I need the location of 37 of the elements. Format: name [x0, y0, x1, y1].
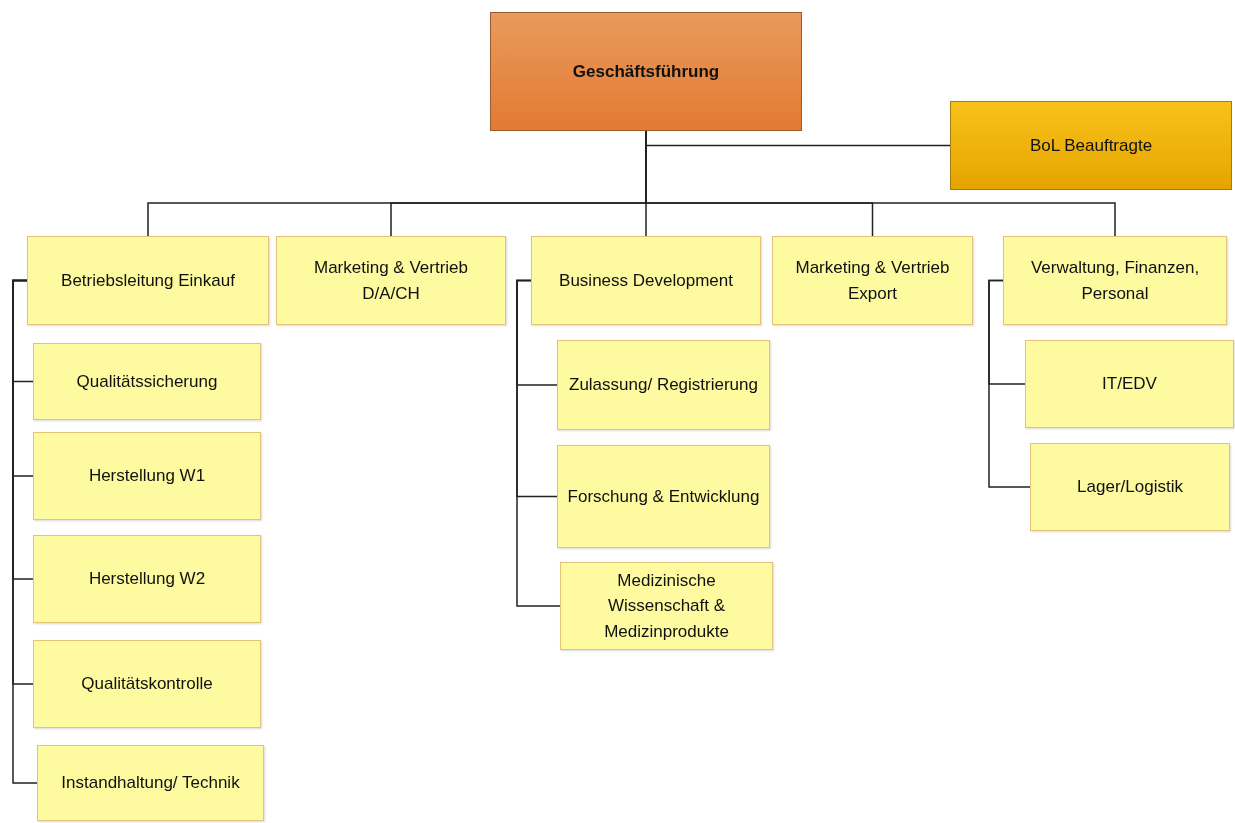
- connector-line: [516, 279, 561, 607]
- org-unit-box: [33, 535, 261, 623]
- unit-name: Marketing & Vertrieb D/A/CH: [313, 257, 469, 305]
- unit-name: BoL Beauftragte: [1029, 134, 1153, 157]
- unit-name: Herstellung W2: [88, 568, 206, 591]
- org-unit-box: [1025, 340, 1234, 428]
- org-unit-box: [490, 12, 802, 131]
- unit-name: Verwaltung, Finanzen, Personal: [1029, 257, 1201, 305]
- connector-line: [12, 279, 38, 784]
- unit-name: Marketing & Vertrieb Export: [794, 257, 951, 305]
- org-unit-box: [276, 236, 506, 325]
- org-unit-box: [33, 343, 261, 420]
- unit-name: Herstellung W1: [88, 465, 206, 488]
- unit-name: Geschäftsführung: [572, 60, 720, 83]
- org-unit-box: [1003, 236, 1227, 325]
- org-unit-box: [950, 101, 1232, 190]
- unit-name: Betriebsleitung Einkauf: [61, 269, 235, 292]
- unit-name: Zulassung/ Registrierung: [569, 374, 758, 397]
- unit-name: Lager/Logistik: [1077, 476, 1183, 499]
- connector-line: [988, 279, 1031, 488]
- org-unit-box: [1030, 443, 1230, 531]
- unit-name: Instandhaltung/ Technik: [61, 772, 240, 795]
- org-unit-box: [531, 236, 761, 325]
- org-unit-box: [557, 340, 770, 430]
- unit-name: IT/EDV: [1102, 373, 1157, 396]
- unit-name: Qualitätskontrolle: [81, 673, 213, 696]
- org-unit-box: [37, 745, 264, 821]
- org-unit-box: [557, 445, 770, 548]
- org-unit-box: [33, 432, 261, 520]
- org-unit-box: [27, 236, 269, 325]
- org-unit-box: [560, 562, 773, 650]
- unit-name: Forschung & Entwicklung: [567, 485, 760, 508]
- unit-name: Qualitätssicherung: [76, 370, 218, 393]
- unit-name: Business Development: [559, 269, 733, 292]
- org-unit-box: [33, 640, 261, 728]
- unit-name: Medizinische Wissenschaft & Medizinprodukte: [603, 569, 730, 643]
- org-unit-box: [772, 236, 973, 325]
